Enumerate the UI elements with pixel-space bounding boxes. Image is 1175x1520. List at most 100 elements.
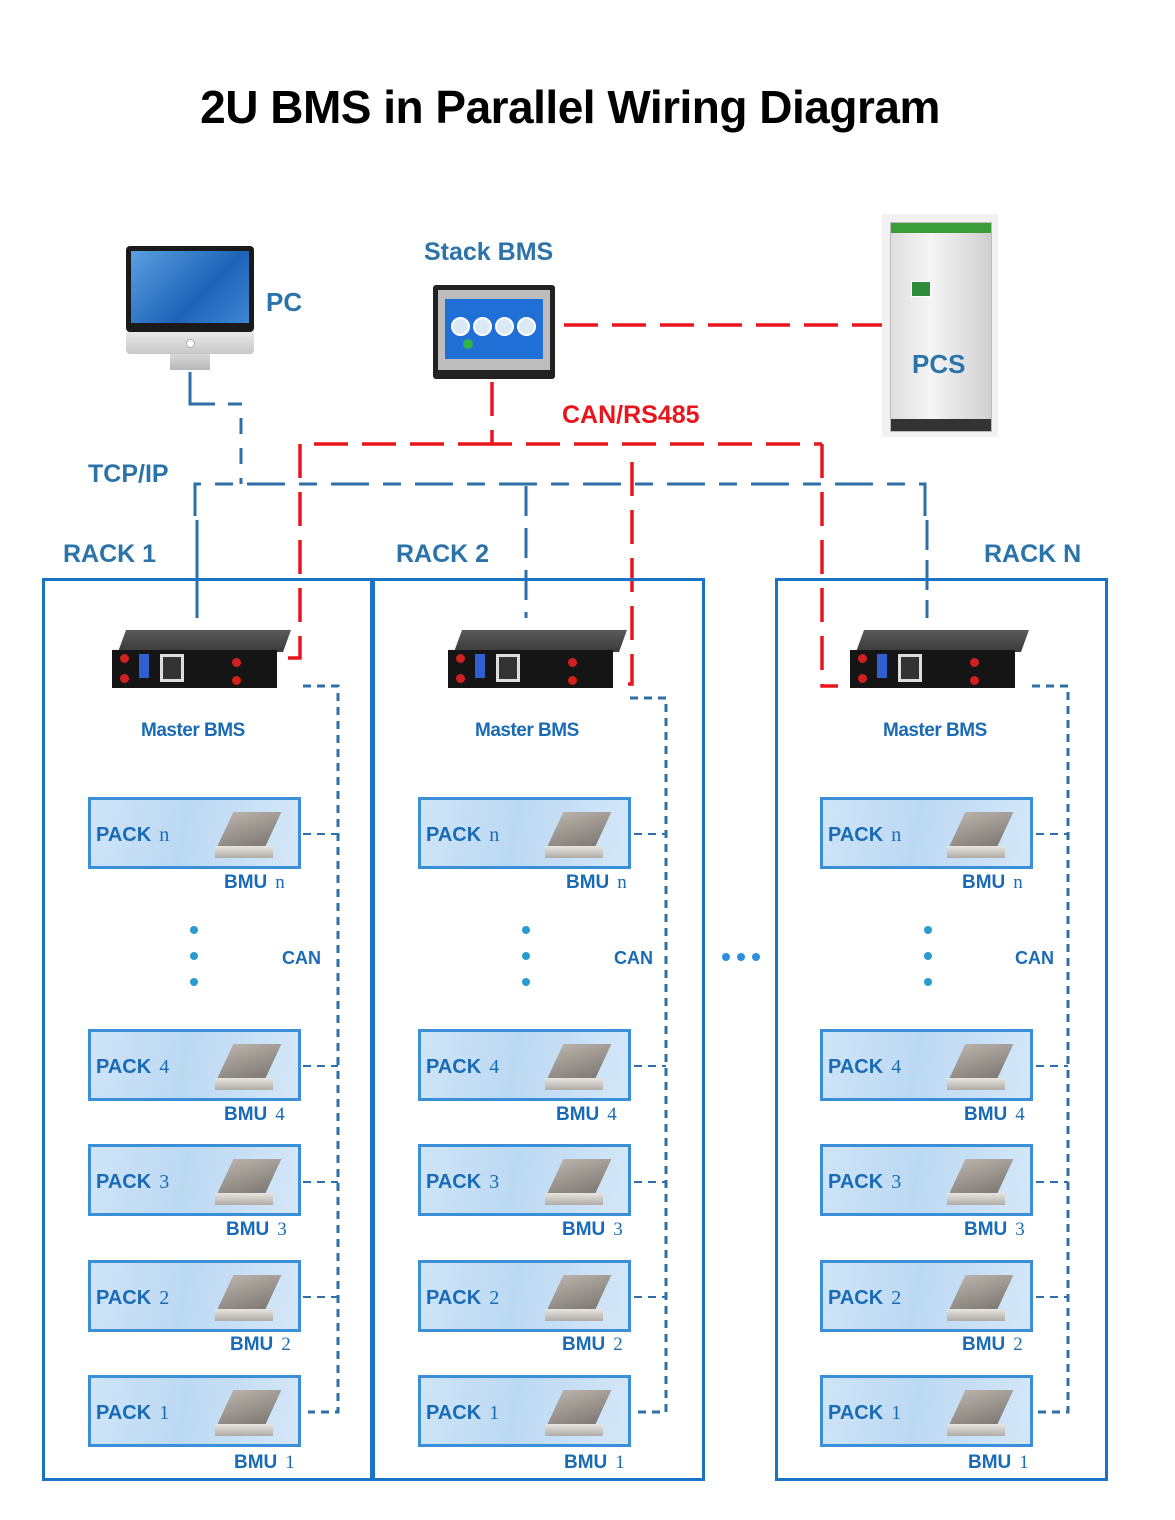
stack-bms-device-icon [433, 285, 555, 379]
pack-number: 4 [159, 1056, 170, 1078]
can-bus-label: CAN [1015, 948, 1054, 968]
pack-word: PACK [426, 1171, 482, 1193]
pack-label: PACK n [96, 824, 169, 847]
bmu-word: BMU [562, 1219, 606, 1240]
pack-number: 4 [489, 1056, 500, 1078]
pack-number: n [489, 824, 500, 846]
bmu-number: 3 [613, 1219, 623, 1240]
bmu-device-icon [215, 812, 282, 862]
bmu-word: BMU [564, 1452, 608, 1473]
pack-word: PACK [96, 1171, 152, 1193]
bmu-number: 3 [277, 1219, 287, 1240]
bmu-device-icon [215, 1044, 282, 1094]
bmu-word: BMU [562, 1334, 606, 1355]
pack-word: PACK [96, 824, 152, 846]
bmu-number: 4 [1015, 1104, 1025, 1125]
pack-word: PACK [828, 1402, 884, 1424]
pack-number: 2 [891, 1287, 902, 1309]
bmu-word: BMU [964, 1219, 1008, 1240]
more-packs-dot-icon [522, 952, 530, 960]
bmu-label: BMU 3 [562, 1219, 623, 1241]
master-bms-label: Master BMS [883, 720, 987, 741]
tcpip-network [188, 372, 929, 618]
pack-word: PACK [828, 1287, 884, 1309]
pack-label: PACK 3 [96, 1171, 169, 1194]
pack-number: 3 [489, 1171, 500, 1193]
bmu-label: BMU 2 [562, 1334, 623, 1356]
pack-word: PACK [828, 1171, 884, 1193]
battery-pack: PACK 4 [418, 1029, 631, 1101]
pc-monitor-icon [126, 246, 254, 370]
bmu-device-icon [545, 1390, 612, 1440]
can-rs485-network [285, 323, 882, 688]
rack1-can-line [285, 442, 492, 660]
pack-number: 2 [159, 1287, 170, 1309]
bmu-number: 1 [1019, 1452, 1029, 1473]
bmu-word: BMU [556, 1104, 600, 1125]
rackN-can-line [820, 444, 838, 688]
pcs-label: PCS [912, 349, 966, 379]
rack-1-container [42, 578, 373, 1481]
more-packs-dot-icon [190, 978, 198, 986]
internal-can-buses [303, 684, 1070, 1414]
rack-2-container [372, 578, 705, 1481]
battery-pack: PACK n [418, 797, 631, 869]
bmu-device-icon [947, 1275, 1014, 1325]
more-packs-dot-icon [190, 952, 198, 960]
pack-number: n [891, 824, 902, 846]
bmu-number: 4 [275, 1104, 285, 1125]
more-racks-ellipsis-icon [722, 953, 760, 961]
bmu-device-icon [947, 1390, 1014, 1440]
bmu-number: 1 [615, 1452, 625, 1473]
pack-number: 3 [891, 1171, 902, 1193]
bmu-number: n [1013, 872, 1023, 893]
bmu-word: BMU [962, 1334, 1006, 1355]
rack-title: RACK N [984, 540, 1082, 568]
bmu-device-icon [215, 1390, 282, 1440]
bmu-device-icon [947, 1159, 1014, 1209]
tcpip-bus [193, 482, 927, 520]
battery-pack: PACK 4 [88, 1029, 301, 1101]
pack-number: 1 [891, 1402, 902, 1424]
pack-number: n [159, 824, 170, 846]
more-packs-dot-icon [522, 978, 530, 986]
pack-label: PACK 2 [828, 1287, 901, 1310]
pack-word: PACK [426, 824, 482, 846]
pack-number: 1 [159, 1402, 170, 1424]
pack-word: PACK [828, 1056, 884, 1078]
battery-pack: PACK n [88, 797, 301, 869]
battery-pack: PACK 2 [820, 1260, 1033, 1332]
bmu-label: BMU 4 [224, 1104, 285, 1126]
battery-pack: PACK 3 [88, 1144, 301, 1216]
master-bms-device-icon [850, 630, 1030, 692]
can-rs485-label: CAN/RS485 [562, 401, 700, 429]
bmu-word: BMU [226, 1219, 270, 1240]
bmu-word: BMU [224, 1104, 268, 1125]
bmu-number: 2 [1013, 1334, 1023, 1355]
master-bms-label: Master BMS [141, 720, 245, 741]
pack-label: PACK 4 [426, 1056, 499, 1079]
pack-label: PACK 4 [96, 1056, 169, 1079]
pack-label: PACK 3 [426, 1171, 499, 1194]
pack-number: 3 [159, 1171, 170, 1193]
bmu-number: 2 [281, 1334, 291, 1355]
rack-title: RACK 2 [396, 540, 490, 568]
bmu-word: BMU [566, 872, 610, 893]
bmu-number: 2 [613, 1334, 623, 1355]
pack-word: PACK [96, 1402, 152, 1424]
pack-word: PACK [426, 1056, 482, 1078]
pack-word: PACK [96, 1056, 152, 1078]
bmu-device-icon [215, 1159, 282, 1209]
can-bus-label: CAN [282, 948, 321, 968]
master-bms-label: Master BMS [475, 720, 579, 741]
